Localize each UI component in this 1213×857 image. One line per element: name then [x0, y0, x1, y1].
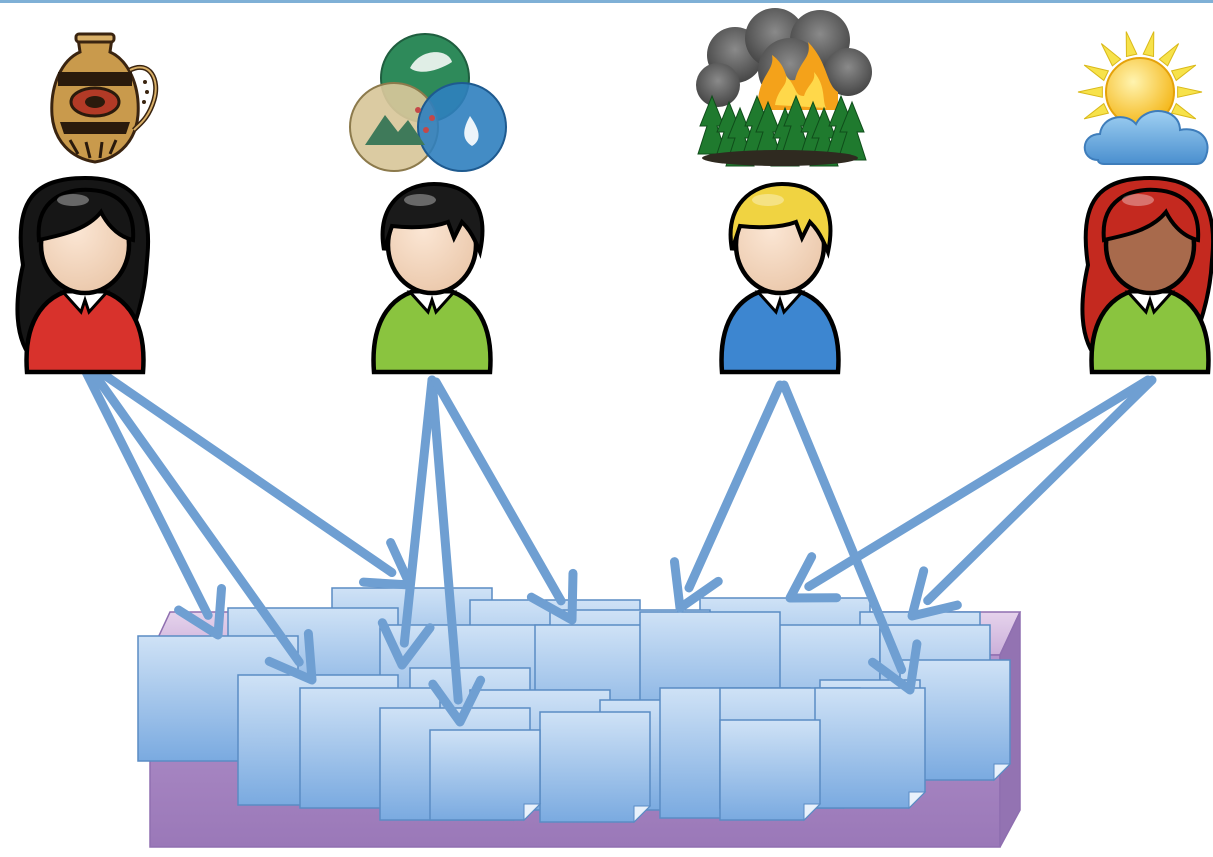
- contribution-arrow: [674, 385, 780, 608]
- contribution-arrow: [436, 382, 573, 620]
- ecosystem-venn-icon: [350, 34, 506, 171]
- dataset-document: [720, 720, 820, 820]
- contribution-arrow: [100, 372, 410, 585]
- researcher-1-avatar: [17, 178, 148, 372]
- top-rule: [0, 0, 1213, 3]
- forest-fire-icon: [696, 8, 872, 166]
- sun-cloud-weather-icon: [1078, 32, 1208, 164]
- researcher-2-avatar: [374, 184, 491, 372]
- researchers: [17, 178, 1213, 372]
- researcher-4-avatar: [1082, 178, 1213, 372]
- researcher-3-avatar: [722, 184, 839, 372]
- dataset-document: [430, 730, 540, 820]
- dataset-document: [540, 712, 650, 822]
- dataset-document: [815, 688, 925, 808]
- pottery-jug-icon: [52, 34, 156, 162]
